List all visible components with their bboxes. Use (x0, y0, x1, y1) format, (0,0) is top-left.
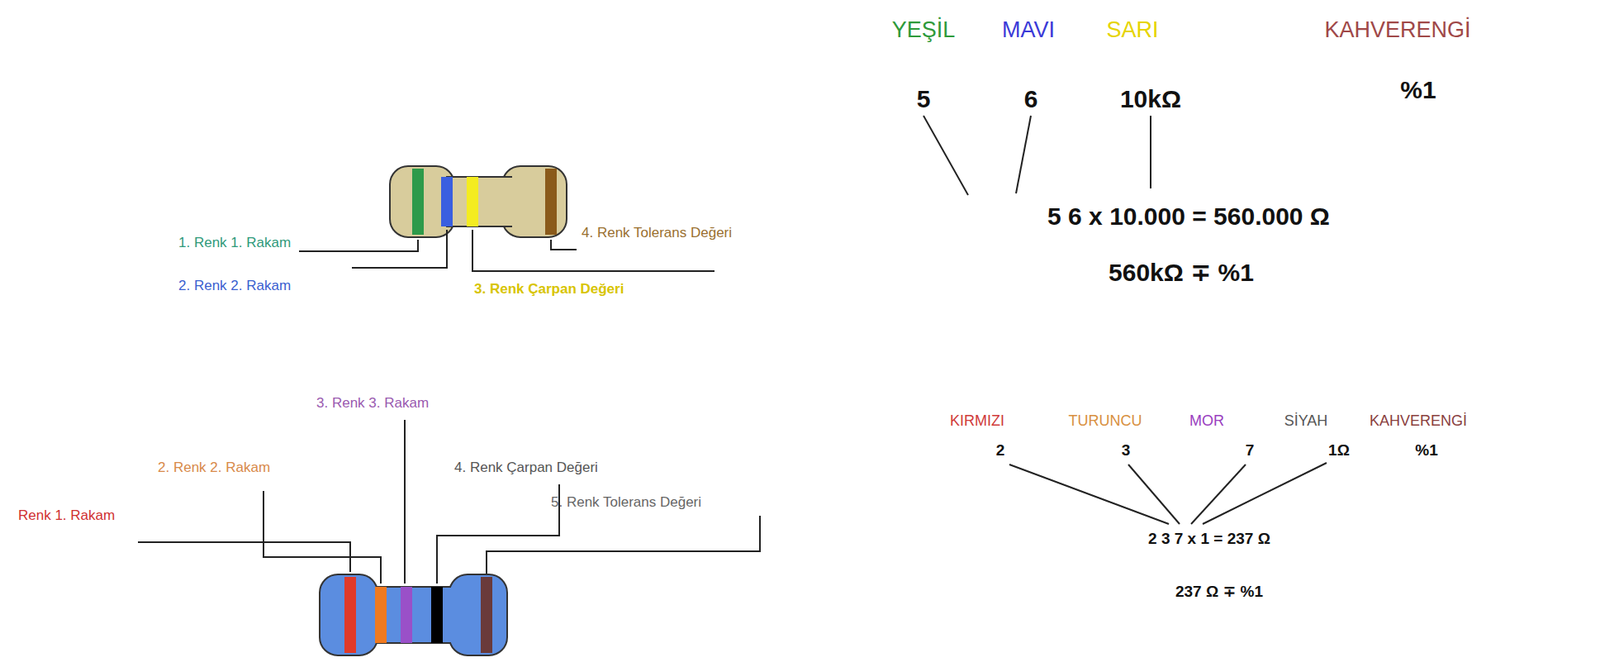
color-name: MAVI (1001, 17, 1055, 43)
color-name: SİYAH (1284, 412, 1329, 430)
digit-value: 7 (1245, 441, 1255, 460)
part-label: 2. Renk 2. Rakam (178, 277, 291, 295)
digit-value: 2 (996, 441, 1006, 460)
part-label: 3. Renk Çarpan Değeri (474, 280, 624, 298)
result: 560kΩ ∓ %1 (1108, 258, 1254, 288)
multiplier-value: 10kΩ (1120, 85, 1182, 114)
part-label: 4. Renk Çarpan Değeri (454, 459, 599, 476)
color-name: MOR (1189, 412, 1225, 430)
leader-line (137, 115, 1327, 584)
part-label: 2. Renk 2. Rakam (157, 459, 271, 476)
part-label: 1. Renk 1. Rakam (178, 234, 291, 252)
digit-value: 5 (916, 85, 931, 114)
part-label: 3. Renk 3. Rakam (316, 394, 429, 412)
part-label: 4. Renk Tolerans Değeri (581, 224, 732, 242)
result: 237 Ω ∓ %1 (1175, 582, 1263, 601)
part-label: Renk 1. Rakam (18, 507, 115, 524)
part-label: 5. Renk Tolerans Değeri (550, 493, 702, 511)
tolerance-value: %1 (1400, 75, 1436, 105)
calculation: 5 6 x 10.000 = 560.000 Ω (1047, 202, 1330, 232)
digit-value: 3 (1121, 441, 1131, 460)
resistor-symbol (389, 166, 567, 238)
color-name: TURUNCU (1068, 412, 1143, 430)
color-name: KIRMIZI (949, 412, 1005, 430)
resistor-symbol (319, 574, 508, 656)
color-name: YEŞİL (892, 17, 956, 43)
color-name: KAHVERENGİ (1324, 17, 1471, 43)
multiplier-value: 1Ω (1328, 441, 1350, 460)
digit-value: 6 (1024, 85, 1039, 114)
color-name: KAHVERENGİ (1369, 412, 1468, 430)
color-name: SARI (1106, 17, 1159, 43)
calculation: 2 3 7 x 1 = 237 Ω (1148, 529, 1271, 548)
tolerance-value: %1 (1414, 441, 1438, 460)
